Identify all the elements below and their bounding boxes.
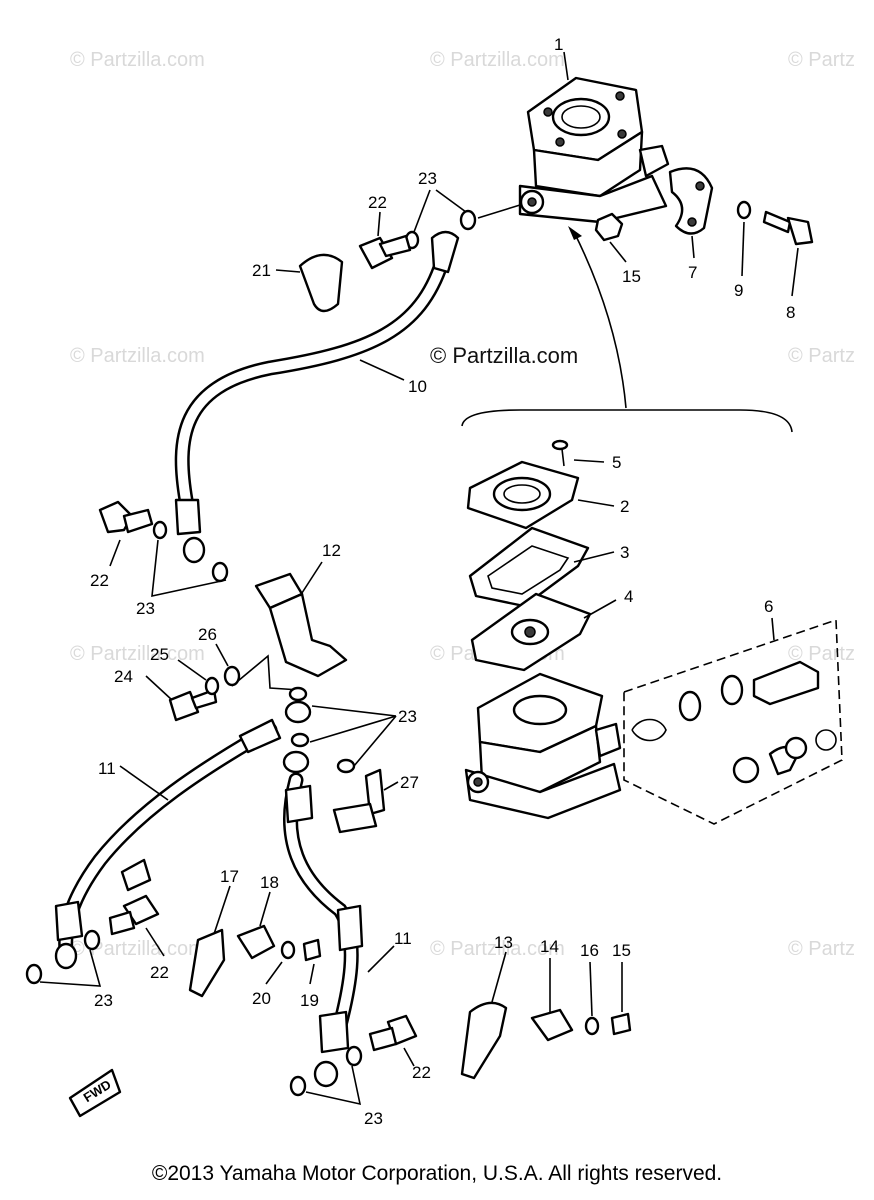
joint-bolt [168,690,200,722]
brake-caliper-bracket-left [188,928,226,998]
callout-14: 14 [540,937,559,956]
callout-7: 7 [688,263,697,282]
copper-washer [459,209,477,231]
callout-4: 4 [624,587,633,606]
callout-22: 22 [412,1063,431,1082]
callout-23: 23 [364,1109,383,1128]
callout-17: 17 [220,867,239,886]
callout-12: 12 [322,541,341,560]
copper-washer [211,561,229,583]
callout-16: 16 [580,941,599,960]
union-bolt-27 [332,768,386,834]
callout-26: 26 [198,625,217,644]
callout-25: 25 [150,645,169,664]
callout-11: 11 [98,759,116,778]
callout-9: 9 [734,281,743,300]
watermark: © Partzilla.com [70,643,205,665]
watermark: © Partzilla.com [70,49,205,71]
callout-3: 3 [620,543,629,562]
copper-washer [25,963,43,985]
master-cylinder-body [464,672,622,820]
master-cylinder-top [518,76,670,224]
watermark: © Partz [788,643,855,665]
watermark: © Partzilla.com [430,938,565,960]
callout-22: 22 [368,193,387,212]
callout-10: 10 [408,377,427,396]
diaphragm-plate [470,592,592,672]
banjo-fitting [282,750,310,774]
union-bolt [358,234,412,270]
copper-washer [345,1045,363,1067]
reservoir-cap [466,460,580,530]
screw [610,1012,632,1036]
handlebar-clamp [668,167,714,235]
callout-18: 18 [260,873,279,892]
brake-hose-left [58,722,278,958]
callout-6: 6 [764,597,773,616]
banjo-fitting [313,1060,339,1088]
copper-washer [288,686,308,702]
screw [302,938,322,962]
piston-kit [623,618,843,825]
switch-right [530,1008,574,1042]
hose-fitting [174,498,202,536]
watermark: © Partzilla.com [430,49,565,71]
callout-22: 22 [90,571,109,590]
callout-5: 5 [612,453,621,472]
washer [736,200,752,220]
watermark: © Partz [788,49,855,71]
watermark: © Partzilla.com [70,938,205,960]
washer [584,1016,600,1036]
banjo-fitting [284,700,312,724]
callout-21: 21 [252,261,271,280]
fwd-arrow-icon: FWD [68,1068,122,1118]
reservoir-screw [551,439,569,467]
callout-23: 23 [136,599,155,618]
banjo-fitting [54,942,78,970]
watermark: © Partz [788,345,855,367]
callout-24: 24 [114,667,133,686]
copper-washer [152,520,168,540]
watermark: © Partzilla.com [70,345,205,367]
exploded-view-bracket [461,409,793,433]
washer [280,940,296,960]
watermark: © Partz [788,938,855,960]
callout-15: 15 [612,941,631,960]
banjo-fitting [182,536,206,564]
banjo-cap [298,253,344,313]
diaphragm-gasket [468,526,590,608]
callout-23: 23 [94,991,113,1010]
exploded-view-arrow [573,231,627,409]
callout-1: 1 [554,35,563,54]
copper-washer [289,1075,307,1097]
plain-washer [223,665,241,687]
watermark-main: © Partzilla.com [430,343,578,368]
copper-washer [83,929,101,951]
nut [594,212,624,242]
copyright-notice: ©2013 Yamaha Motor Corporation, U.S.A. A… [151,1162,723,1185]
callout-15: 15 [622,267,641,286]
callout-23: 23 [398,707,417,726]
copper-washer [290,732,310,748]
callout-20: 20 [252,989,271,1008]
callout-22: 22 [150,963,169,982]
brake-caliper-bracket-right [460,1001,508,1080]
callout-13: 13 [494,933,513,952]
callout-23: 23 [418,169,437,188]
callout-2: 2 [620,497,629,516]
switch-left [236,924,276,960]
banjo-fitting [430,230,460,274]
lock-washer [204,676,220,696]
bolt [762,210,814,246]
callout-11: 11 [394,929,412,948]
brake-hose-joint [254,572,348,678]
callout-8: 8 [786,303,795,322]
callout-27: 27 [400,773,419,792]
copper-washer [336,758,356,774]
callout-19: 19 [300,991,319,1010]
